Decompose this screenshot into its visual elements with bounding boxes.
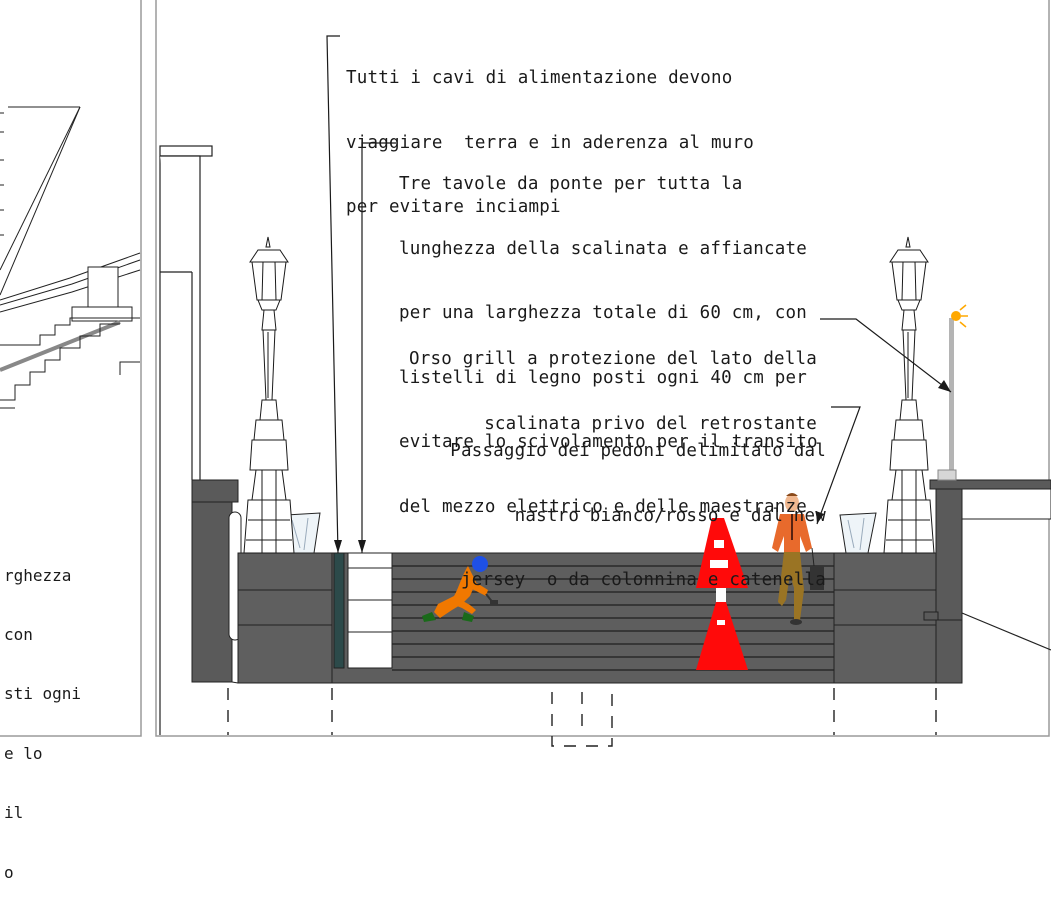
note-line: Passaggio dei pedoni delimitato dal xyxy=(450,441,826,461)
traffic-cone-icon xyxy=(696,518,748,588)
street-lamp-icon xyxy=(883,236,935,554)
note-planks: Tre tavole da ponte per tutta la lunghez… xyxy=(399,131,818,540)
bridge-planks xyxy=(347,552,393,669)
fragment-line: con xyxy=(4,624,33,644)
stair-section xyxy=(191,479,1051,684)
note-line: del mezzo elettrico e delle maestranze xyxy=(399,496,807,517)
note-line: jersey o da colonnina e catenella xyxy=(460,570,826,590)
note-orso-grill: Orso grill a protezione del lato della s… xyxy=(380,306,817,457)
foundation-lines xyxy=(227,688,937,747)
street-lamp-icon xyxy=(243,236,295,554)
note-line: lunghezza della scalinata e affiancate xyxy=(399,238,807,259)
note-line: per evitare inciampi xyxy=(346,197,561,217)
left-wall xyxy=(159,145,213,735)
note-cables: Tutti i cavi di alimentazione devono via… xyxy=(346,25,754,240)
note-line: Orso grill a protezione del lato della xyxy=(409,349,817,369)
fragment-line: il xyxy=(4,803,24,823)
note-line: Tre tavole da ponte per tutta la xyxy=(399,174,743,194)
fragment-line: rghezza xyxy=(4,565,72,585)
left-panel-drawing xyxy=(0,106,141,409)
worker-icon xyxy=(422,556,498,622)
fragment-line: o xyxy=(4,862,14,882)
leader-lines xyxy=(326,35,952,554)
note-line: listelli di legno posti ogni 40 cm per xyxy=(399,367,807,388)
fragment-line: sti ogni xyxy=(4,684,82,704)
note-line: per una larghezza totale di 60 cm, con xyxy=(399,303,807,323)
note-line: evitare lo scivolamento per il transito xyxy=(399,432,818,452)
walking-man-icon xyxy=(772,493,824,625)
note-pedestrians: Passaggio dei pedoni delimitato dal nast… xyxy=(388,398,826,613)
beacon-light-icon xyxy=(937,304,968,481)
note-line: Tutti i cavi di alimentazione devono xyxy=(346,68,733,88)
right-panel-border xyxy=(155,0,1050,737)
traffic-cone-icon xyxy=(696,588,748,670)
note-line: scalinata privo del retrostante xyxy=(484,413,817,434)
left-panel-border xyxy=(0,0,142,737)
fragment-line: e lo xyxy=(4,743,43,763)
planter-icon xyxy=(285,512,321,554)
planter-icon xyxy=(839,512,877,554)
note-line: viaggiare terra e in aderenza al muro xyxy=(346,132,754,153)
note-line: nastro bianco/rosso e dal new xyxy=(514,505,826,526)
section-drawing xyxy=(0,0,1051,747)
left-panel-note-fragment: rghezza con sti ogni e lo il o xyxy=(4,526,81,902)
